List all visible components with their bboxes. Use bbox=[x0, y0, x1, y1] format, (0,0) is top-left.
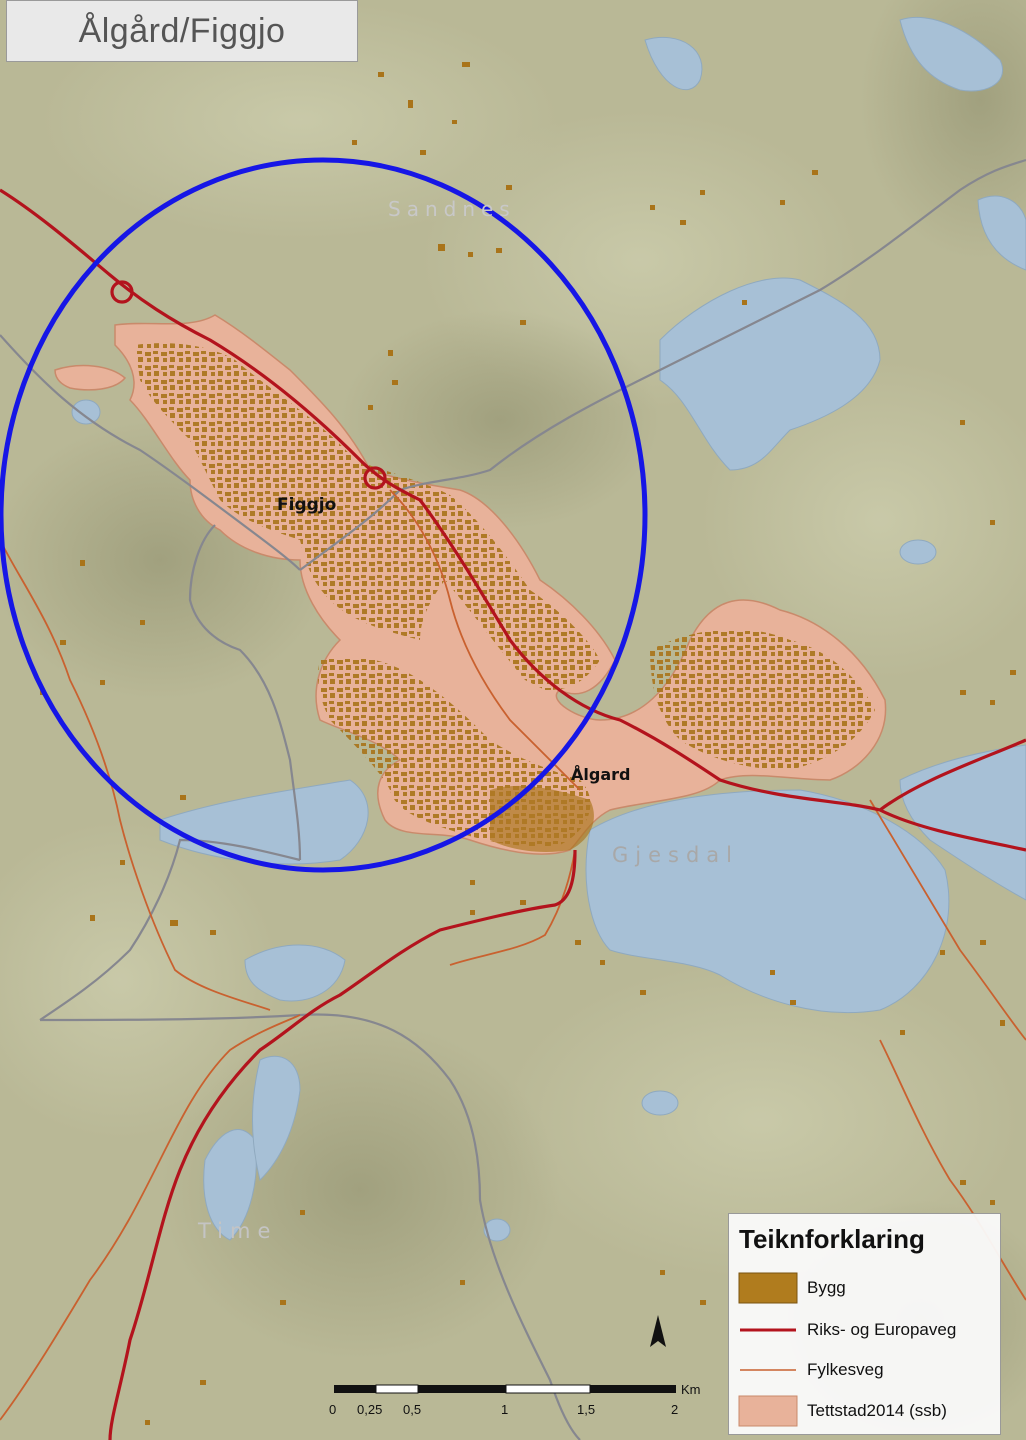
map-title-box: Ålgård/Figgjo bbox=[6, 0, 358, 62]
scale-tick-1: 1 bbox=[501, 1402, 508, 1417]
pond-2 bbox=[899, 539, 937, 565]
scale-unit: Km bbox=[681, 1382, 701, 1397]
north-arrow bbox=[650, 1315, 666, 1347]
place-label-algard: Ålgard bbox=[571, 765, 630, 784]
pond-1 bbox=[71, 399, 101, 425]
lake-north-east bbox=[659, 277, 881, 471]
lake-east-edge bbox=[899, 744, 1026, 901]
lake-mid-south bbox=[244, 944, 346, 1002]
legend-title: Teiknforklaring bbox=[739, 1224, 925, 1254]
lake-gjesdalvatnet bbox=[585, 789, 950, 1014]
legend-item-tettstad: Tettstad2014 (ssb) bbox=[729, 1395, 1000, 1427]
legend-label-fylkesveg: Fylkesveg bbox=[807, 1360, 884, 1379]
legend-label-riksveg: Riks- og Europaveg bbox=[807, 1320, 957, 1339]
legend-item-fylkesveg: Fylkesveg bbox=[729, 1354, 1000, 1386]
pond-4 bbox=[483, 1218, 511, 1242]
e39-road bbox=[0, 188, 1026, 852]
scale-tick-0: 0 bbox=[329, 1402, 336, 1417]
place-label-gjesdal: Gjesdal bbox=[612, 843, 739, 867]
map-title: Ålgård/Figgjo bbox=[78, 11, 286, 50]
legend-item-bygg: Bygg bbox=[729, 1272, 1000, 1304]
bygg-swatch bbox=[738, 1272, 798, 1304]
fylkesveg-roads bbox=[0, 489, 1026, 1421]
highlight-circle bbox=[0, 157, 648, 873]
buildings bbox=[135, 343, 875, 852]
place-label-sandnes: Sandnes bbox=[388, 197, 516, 221]
rv-south-road bbox=[108, 849, 577, 1440]
scale-tick-025: 0,25 bbox=[357, 1402, 382, 1417]
scale-tick-2: 2 bbox=[671, 1402, 678, 1417]
place-label-figgjo: Figgjo bbox=[277, 495, 336, 515]
roundabout-north bbox=[110, 280, 134, 304]
legend-label-bygg: Bygg bbox=[807, 1278, 846, 1297]
legend: Teiknforklaring Bygg Riks- og Europaveg … bbox=[728, 1213, 1001, 1435]
lake-top-center bbox=[644, 36, 703, 90]
pond-3 bbox=[641, 1090, 679, 1116]
lake-top-right bbox=[899, 16, 1003, 92]
scale-tick-15: 1,5 bbox=[577, 1402, 595, 1417]
lake-time bbox=[203, 1129, 257, 1241]
scale-bar: 0 0,25 0,5 1 1,5 2 Km bbox=[329, 1382, 701, 1417]
roundabout-figgjo bbox=[363, 466, 387, 490]
place-label-time: Time bbox=[197, 1219, 277, 1243]
tettstad-west bbox=[54, 364, 127, 391]
legend-item-riksveg: Riks- og Europaveg bbox=[729, 1314, 1000, 1346]
tettstad-swatch bbox=[738, 1395, 798, 1427]
lake-mid-right bbox=[977, 195, 1026, 271]
rv45-road bbox=[879, 738, 1026, 812]
lake-west-narrow bbox=[252, 1055, 301, 1181]
riks-og-europaveg-roads bbox=[0, 188, 1026, 1440]
fylkesveg-swatch bbox=[740, 1369, 796, 1371]
scale-tick-05: 0,5 bbox=[403, 1402, 421, 1417]
riksveg-swatch bbox=[740, 1328, 796, 1332]
municipality-boundaries bbox=[0, 158, 1026, 1440]
legend-label-tettstad: Tettstad2014 (ssb) bbox=[807, 1401, 947, 1420]
